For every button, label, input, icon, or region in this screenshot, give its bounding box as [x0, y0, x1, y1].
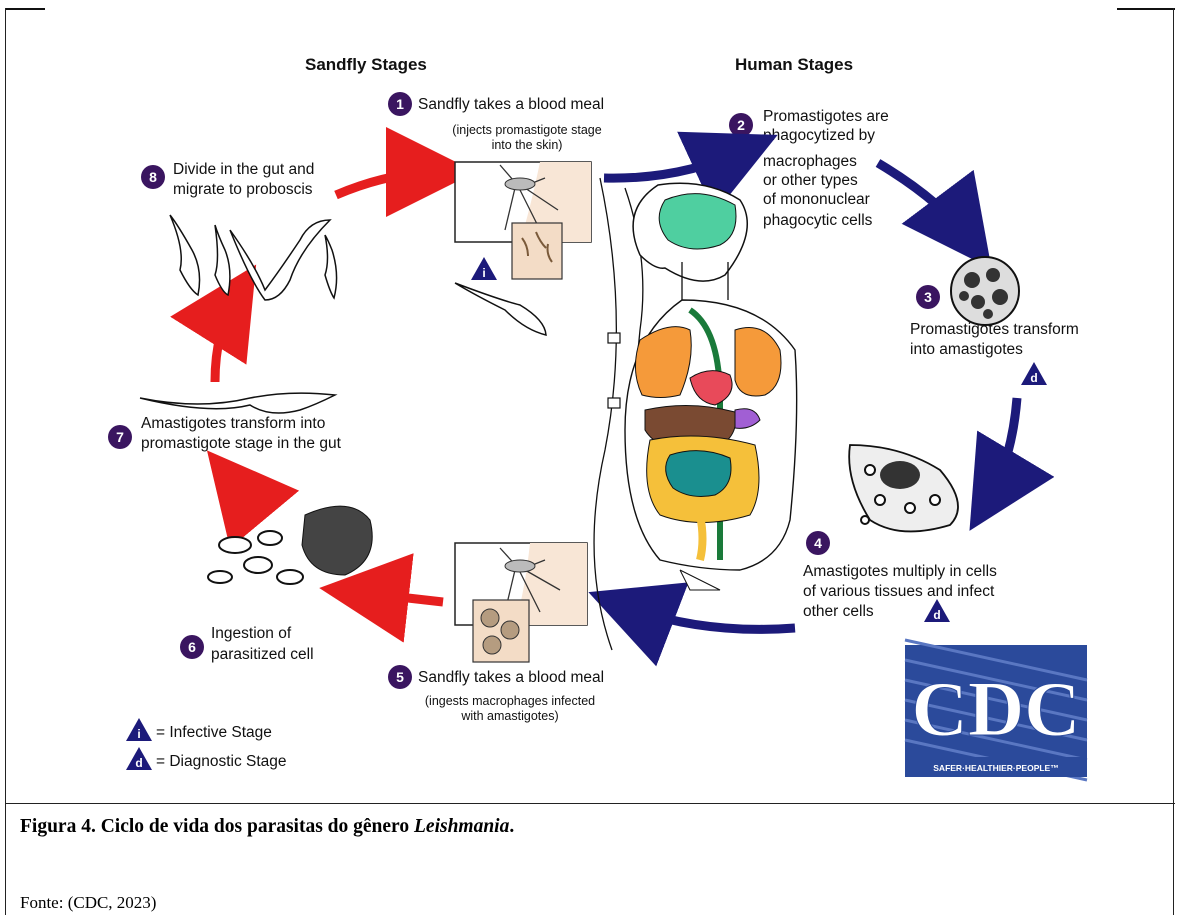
dividing-promastigotes-icon — [170, 215, 337, 300]
step-5-sub-2: with amastigotes) — [460, 709, 558, 723]
step-5-sub-1: (ingests macrophages infected — [425, 694, 595, 708]
step-4-line-3: other cells — [803, 603, 874, 620]
step-7-number: 7 — [116, 429, 124, 445]
step-7: 7 Amastigotes transform into promastigot… — [108, 415, 342, 452]
cdc-logo-tagline: SAFER·HEALTHIER·PEOPLE™ — [933, 763, 1058, 773]
caption-genus: Leishmania — [414, 816, 509, 837]
parasitized-cells-icon — [208, 506, 372, 584]
step-1: 1 Sandfly takes a blood meal (injects pr… — [388, 92, 604, 152]
step-2-line-3: macrophages — [763, 153, 857, 170]
arrow-6-to-7 — [230, 478, 258, 518]
diagnostic-stage-badge-3: d — [1021, 362, 1047, 385]
cdc-logo: CDC SAFER·HEALTHIER·PEOPLE™ — [905, 640, 1087, 780]
infective-stage-badge — [471, 257, 497, 280]
step-3-line-2: into amastigotes — [910, 341, 1023, 358]
legend-diagnostic-icon: d — [126, 747, 152, 770]
step-7-line-2: promastigote stage in the gut — [141, 435, 342, 452]
step-4-number: 4 — [814, 535, 822, 551]
multiplying-amastigotes-icon — [849, 445, 958, 531]
svg-text:d: d — [933, 608, 940, 622]
step-5: 5 Sandfly takes a blood meal (ingests ma… — [388, 665, 604, 723]
arrow-7-to-8 — [215, 295, 237, 382]
sandfly-stages-heading: Sandfly Stages — [305, 55, 427, 74]
step-8: 8 Divide in the gut and migrate to probo… — [141, 161, 314, 198]
svg-text:d: d — [135, 756, 142, 770]
step-6-line-1: Ingestion of — [211, 625, 292, 642]
step-2-line-1: Promastigotes are — [763, 108, 889, 125]
figure-caption: Figura 4. Ciclo de vida dos parasitas do… — [20, 816, 514, 838]
step-2-line-2: phagocytized by — [763, 127, 875, 144]
legend-diagnostic-label: = Diagnostic Stage — [156, 753, 287, 770]
leishmania-life-cycle-diagram: i Sandfly Stages Human Stages 1 Sandfly … — [0, 0, 1179, 805]
figure-source: Fonte: (CDC, 2023) — [20, 893, 156, 913]
step-8-line-1: Divide in the gut and — [173, 161, 314, 178]
diagnostic-stage-badge-4: d — [924, 599, 950, 622]
arrow-8-to-1 — [336, 172, 440, 195]
step-1-number: 1 — [396, 96, 404, 112]
step-7-line-1: Amastigotes transform into — [141, 415, 325, 432]
step-5-number: 5 — [396, 669, 404, 685]
human-stages-heading: Human Stages — [735, 55, 853, 74]
step-5-label: Sandfly takes a blood meal — [418, 669, 604, 686]
step-6: 6 Ingestion of parasitized cell — [180, 625, 314, 663]
sandfly-feeding-image-bottom — [455, 543, 587, 662]
arrow-2-to-3 — [878, 163, 970, 240]
step-4-line-2: of various tissues and infect — [803, 583, 995, 600]
step-3-number: 3 — [924, 289, 932, 305]
step-6-number: 6 — [188, 639, 196, 655]
promastigote-icon — [455, 283, 546, 335]
svg-text:d: d — [1030, 371, 1037, 385]
step-6-line-2: parasitized cell — [211, 646, 314, 663]
step-8-number: 8 — [149, 169, 157, 185]
arrow-4-to-5 — [622, 605, 795, 629]
step-8-line-2: migrate to proboscis — [173, 181, 313, 198]
cdc-logo-text: CDC — [912, 665, 1081, 752]
step-2-line-6: phagocytic cells — [763, 212, 873, 229]
step-1-sub-2: into the skin) — [492, 138, 563, 152]
step-2-number: 2 — [737, 117, 745, 133]
legend-infective-icon: i — [126, 718, 152, 741]
step-1-sub-1: (injects promastigote stage — [452, 123, 601, 137]
step-4-line-1: Amastigotes multiply in cells — [803, 563, 997, 580]
step-2: 2 Promastigotes are phagocytized by macr… — [729, 108, 889, 229]
legend: i = Infective Stage d = Diagnostic Stage — [126, 718, 287, 770]
step-4: 4 Amastigotes multiply in cells of vario… — [803, 531, 997, 620]
amastigote-cell-icon — [951, 257, 1019, 325]
step-2-line-5: of mononuclear — [763, 191, 870, 208]
step-1-label: Sandfly takes a blood meal — [418, 96, 604, 113]
legend-infective-label: = Infective Stage — [156, 724, 272, 741]
step-2-line-4: or other types — [763, 172, 858, 189]
arrow-5-to-6 — [355, 592, 443, 602]
sandfly-feeding-image-top — [455, 162, 591, 279]
arrow-1-to-2 — [604, 150, 745, 178]
transforming-amastigote-icon — [140, 393, 335, 413]
human-body-illustration — [594, 178, 797, 650]
svg-text:i: i — [137, 727, 140, 741]
arrow-3-to-4 — [988, 398, 1017, 500]
